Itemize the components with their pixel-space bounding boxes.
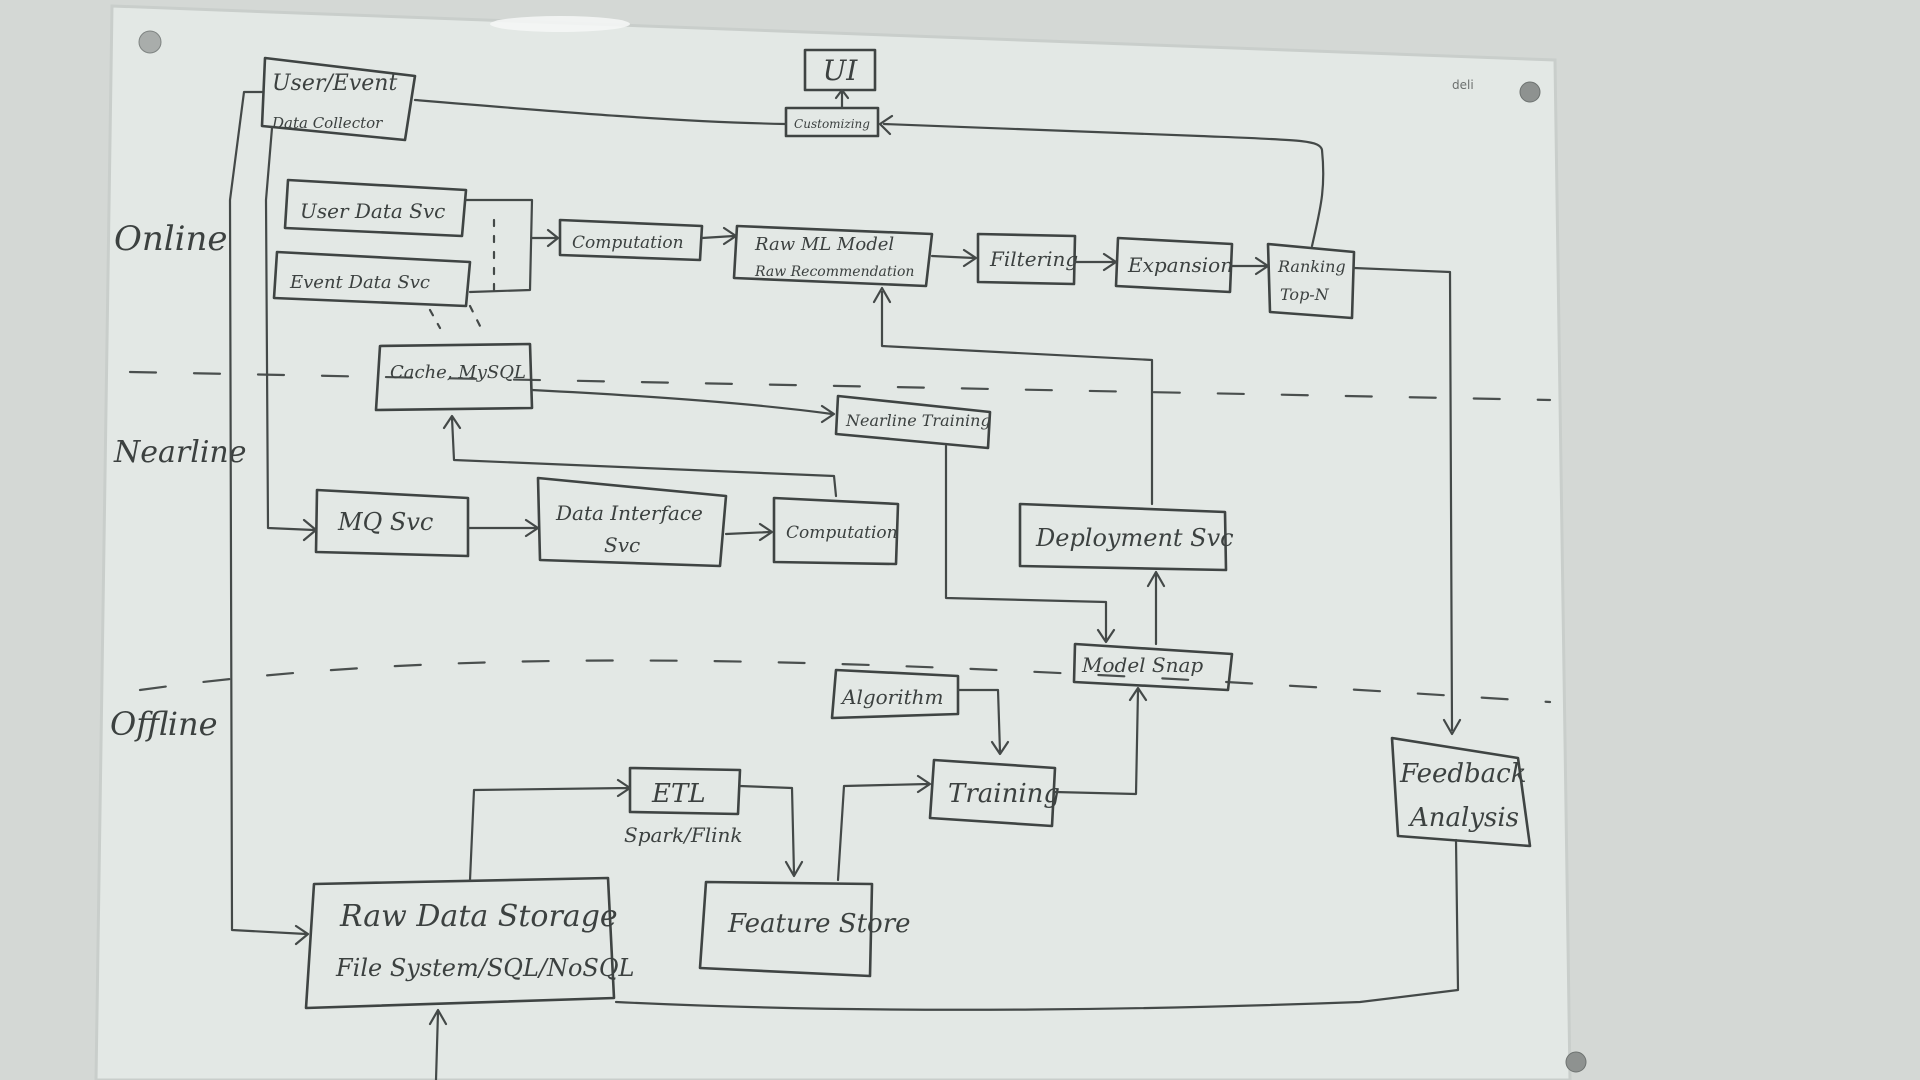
screw-bottom-right bbox=[1565, 1051, 1587, 1073]
box-computation-nearline: Computation bbox=[772, 496, 900, 566]
box-raw-data-storage: Raw Data Storage File System/SQL/NoSQL bbox=[304, 876, 635, 1010]
svg-text:Computation: Computation bbox=[572, 233, 684, 253]
arrow-into-rawstorage bbox=[428, 1008, 448, 1080]
section-nearline: Nearline bbox=[113, 435, 247, 470]
svg-text:Raw Recommendation: Raw Recommendation bbox=[754, 264, 914, 280]
arrow-rawstorage-etl bbox=[468, 778, 632, 882]
divider-nearline-offline bbox=[138, 659, 1552, 704]
svg-text:Model Snap: Model Snap bbox=[1081, 653, 1203, 677]
brand-label: deli bbox=[1452, 78, 1474, 92]
svg-text:File System/SQL/NoSQL: File System/SQL/NoSQL bbox=[335, 954, 635, 982]
arrow-nearline-modelsnap bbox=[944, 444, 1116, 644]
svg-text:Svc: Svc bbox=[604, 533, 640, 557]
box-cache-mysql: Cache, MySQL bbox=[374, 342, 534, 412]
arrow-ranking-feedback bbox=[1352, 266, 1462, 736]
arrow-modelsnap-deployment bbox=[1146, 570, 1166, 646]
box-training: Training bbox=[928, 758, 1060, 828]
line-collector-customizing bbox=[413, 98, 788, 126]
arrow-datainterface-cache bbox=[442, 414, 838, 498]
screw-top-right bbox=[1519, 81, 1541, 103]
section-online: Online bbox=[114, 219, 228, 259]
box-customizing: Customizing bbox=[784, 106, 880, 138]
arrow-customizing-ui bbox=[834, 88, 850, 110]
arrow-svc-computation bbox=[464, 198, 560, 294]
svg-text:Feature Store: Feature Store bbox=[727, 909, 911, 939]
box-user-data-svc: User Data Svc bbox=[283, 178, 468, 238]
svg-text:Analysis: Analysis bbox=[1408, 803, 1519, 833]
box-mq-svc: MQ Svc bbox=[314, 488, 470, 558]
box-ranking: Ranking Top-N bbox=[1266, 242, 1356, 320]
dotted-svc-cache bbox=[428, 218, 496, 330]
section-offline: Offline bbox=[110, 705, 218, 743]
arrow-etl-featurestore bbox=[738, 784, 804, 878]
arrow-computation-rawml bbox=[700, 226, 738, 246]
svg-text:Event Data Svc: Event Data Svc bbox=[289, 272, 430, 293]
box-raw-ml-model: Raw ML Model Raw Recommendation bbox=[732, 224, 934, 288]
arrow-ranking-customizing bbox=[878, 114, 1325, 248]
box-computation-online: Computation bbox=[558, 218, 704, 262]
svg-text:Data Collector: Data Collector bbox=[271, 114, 383, 132]
svg-text:Customizing: Customizing bbox=[794, 117, 870, 131]
svg-text:Cache, MySQL: Cache, MySQL bbox=[390, 362, 526, 383]
svg-text:Raw ML Model: Raw ML Model bbox=[754, 234, 894, 255]
box-expansion: Expansion bbox=[1114, 236, 1234, 294]
arrow-training-modelsnap bbox=[1053, 686, 1148, 796]
svg-text:Data Interface: Data Interface bbox=[555, 501, 703, 525]
whiteboard bbox=[94, 4, 1572, 1080]
box-deployment-svc: Deployment Svc bbox=[1018, 502, 1234, 572]
svg-text:Filtering: Filtering bbox=[989, 247, 1078, 271]
arrow-deployment-rawml bbox=[872, 286, 1154, 506]
box-filtering: Filtering bbox=[976, 232, 1078, 286]
svg-text:User Data Svc: User Data Svc bbox=[300, 199, 445, 223]
svg-text:UI: UI bbox=[823, 54, 859, 87]
box-data-interface-svc: Data Interface Svc bbox=[536, 476, 728, 568]
arrow-expansion-ranking bbox=[1230, 256, 1270, 276]
arrow-filtering-expansion bbox=[1073, 252, 1118, 272]
arrow-algorithm-training bbox=[956, 688, 1010, 756]
screw-top-left bbox=[138, 30, 162, 54]
svg-text:Deployment Svc: Deployment Svc bbox=[1035, 524, 1234, 552]
divider-online-nearline bbox=[128, 370, 1552, 402]
arrow-mq-datainterface bbox=[466, 518, 540, 538]
svg-text:Computation: Computation bbox=[786, 523, 898, 543]
svg-text:Spark/Flink: Spark/Flink bbox=[624, 823, 743, 847]
box-etl: ETL Spark/Flink bbox=[624, 766, 743, 847]
arrow-collector-rawstorage bbox=[228, 90, 310, 946]
svg-text:Expansion: Expansion bbox=[1127, 253, 1233, 277]
arrow-collector-mq bbox=[264, 126, 318, 542]
box-event-data-svc: Event Data Svc bbox=[272, 250, 472, 308]
svg-text:User/Event: User/Event bbox=[272, 71, 397, 96]
box-nearline-training: Nearline Training bbox=[834, 394, 992, 450]
glare bbox=[490, 16, 630, 32]
box-feedback-analysis: Feedback Analysis bbox=[1390, 736, 1532, 848]
svg-text:Feedback: Feedback bbox=[1399, 759, 1527, 789]
arrow-datainterface-computation bbox=[724, 522, 774, 542]
box-user-event-collector: User/Event Data Collector bbox=[260, 56, 417, 142]
svg-text:Raw Data Storage: Raw Data Storage bbox=[339, 899, 618, 934]
arrow-feedback-rawstorage bbox=[614, 838, 1460, 1011]
svg-text:Nearline Training: Nearline Training bbox=[845, 411, 991, 430]
arrow-featurestore-training bbox=[836, 774, 932, 882]
svg-text:MQ Svc: MQ Svc bbox=[337, 508, 433, 536]
box-model-snap: Model Snap bbox=[1072, 642, 1234, 692]
svg-text:Training: Training bbox=[948, 779, 1060, 809]
arrow-rawml-filtering bbox=[930, 248, 978, 268]
box-algorithm: Algorithm bbox=[830, 668, 960, 720]
svg-text:ETL: ETL bbox=[651, 779, 706, 809]
svg-text:Ranking: Ranking bbox=[1277, 257, 1346, 276]
svg-text:Algorithm: Algorithm bbox=[840, 685, 944, 709]
svg-text:Top-N: Top-N bbox=[1280, 285, 1330, 304]
box-feature-store: Feature Store bbox=[698, 880, 911, 978]
box-ui: UI bbox=[803, 48, 877, 92]
arrow-cache-nearline bbox=[530, 388, 836, 424]
